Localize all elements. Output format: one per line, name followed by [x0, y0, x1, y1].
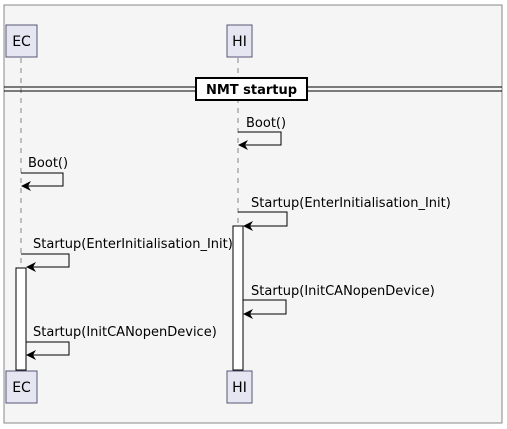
message-ec-boot: Boot() [21, 156, 68, 191]
message-label: Boot() [246, 116, 286, 131]
participant-ec-top: EC [5, 24, 38, 58]
participant-hi-top: HI [226, 24, 253, 58]
participant-ec-label: EC [12, 34, 31, 50]
message-ec-startup-init-canopen: Startup(InitCANopenDevice) [26, 325, 217, 360]
message-hi-boot: Boot() [238, 116, 286, 150]
message-label: Startup(EnterInitialisation_Init) [33, 237, 233, 252]
divider: NMT startup [4, 77, 502, 101]
message-label: Startup(InitCANopenDevice) [251, 284, 435, 299]
participant-hi-label: HI [232, 34, 247, 50]
participant-ec-bottom: EC [5, 370, 38, 404]
message-label: Startup(InitCANopenDevice) [33, 325, 217, 340]
message-label: Startup(EnterInitialisation_Init) [251, 196, 451, 211]
participant-hi-label: HI [232, 380, 247, 396]
divider-label: NMT startup [206, 83, 297, 98]
message-hi-startup-init-canopen: Startup(InitCANopenDevice) [243, 284, 435, 319]
diagram-frame [3, 4, 503, 424]
activation-bar-ec [15, 267, 27, 371]
participant-hi-bottom: HI [226, 370, 253, 404]
activation-bar-hi [232, 225, 244, 371]
divider-box [195, 77, 308, 101]
participant-ec-label: EC [12, 380, 31, 396]
message-hi-startup-enter-init: Startup(EnterInitialisation_Init) [238, 196, 451, 231]
message-ec-startup-enter-init: Startup(EnterInitialisation_Init) [21, 237, 233, 272]
message-label: Boot() [28, 156, 68, 171]
